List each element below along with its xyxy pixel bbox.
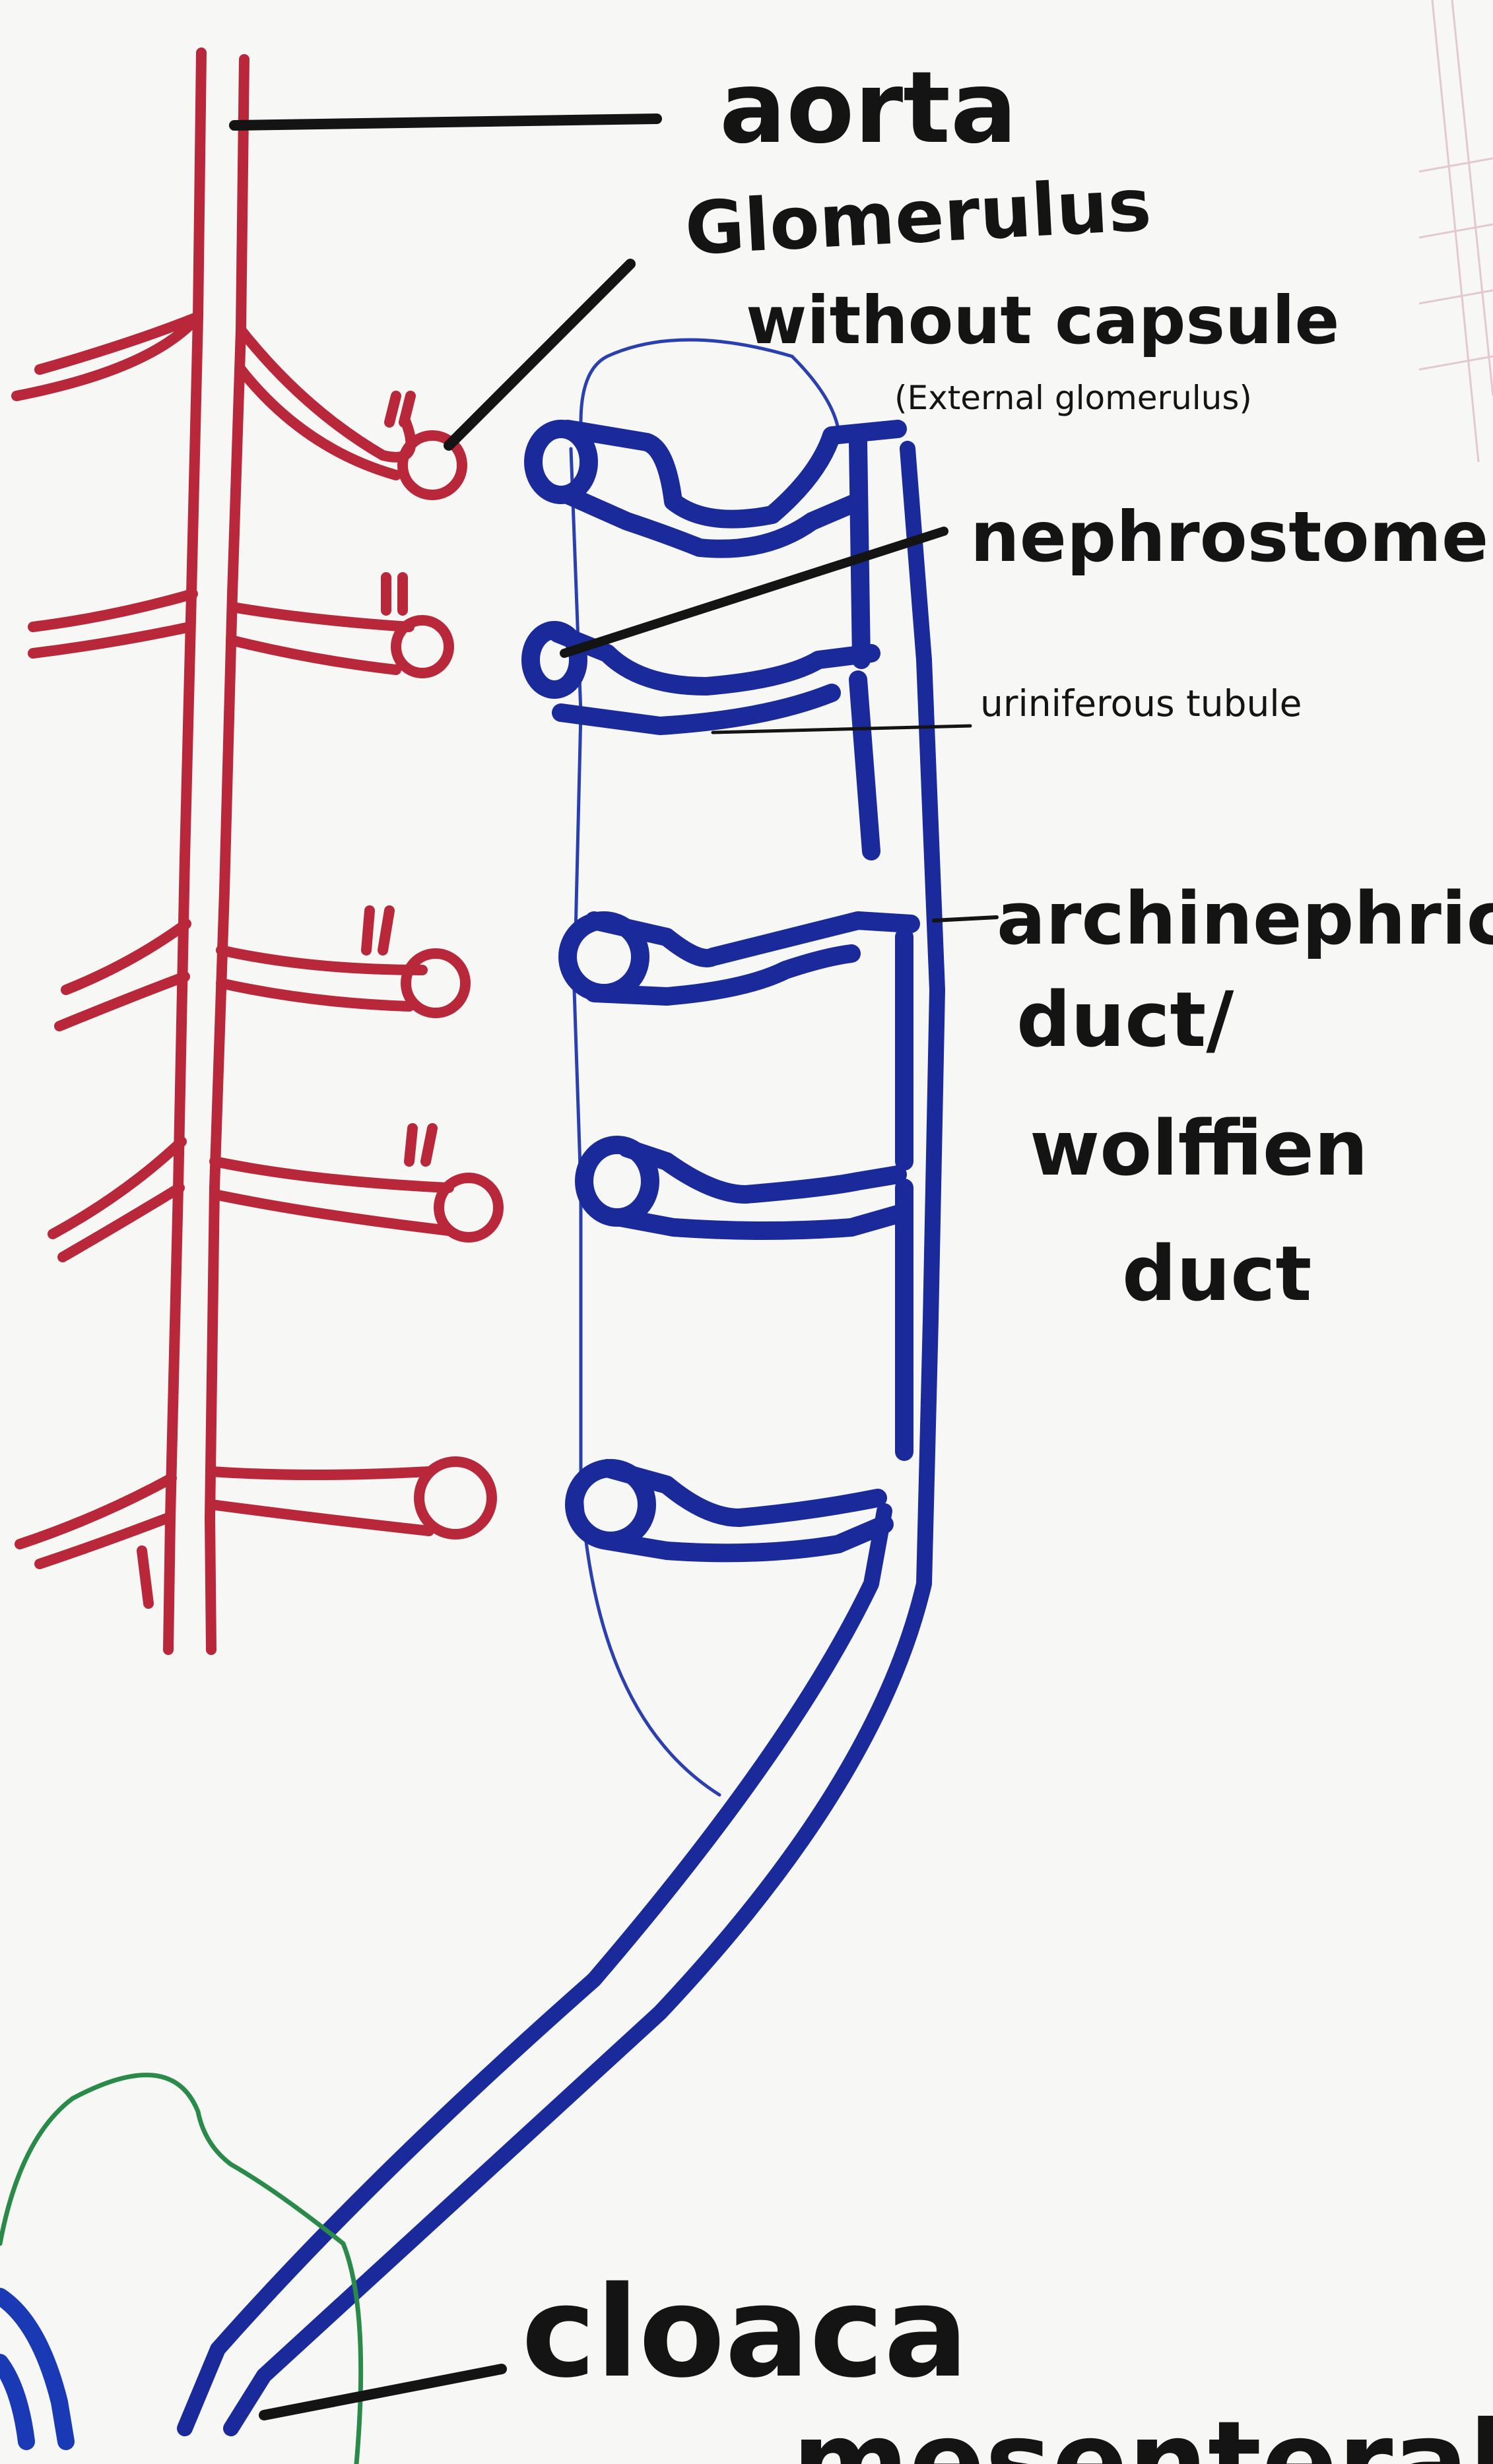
glomerulus-label-line1: Glomerulus [683, 162, 1154, 271]
aorta-label: aorta [719, 51, 1017, 166]
glomerulus-note: (External glomerulus) [894, 379, 1252, 417]
glomerulus-leader [449, 264, 630, 445]
bottom-partial-label: mesenteral kid [792, 2397, 1493, 2464]
uriniferous-label: uriniferous tubule [980, 682, 1302, 725]
duct-label-line2: duct/ [1016, 976, 1234, 1064]
nephric-tubules [531, 429, 911, 1553]
glomerulus-label-line2: without capsule [746, 282, 1339, 359]
archinephric-duct [185, 449, 937, 2428]
duct-label-line1: archinephric [997, 876, 1493, 961]
cloaca-label: cloaca [521, 2259, 968, 2405]
duct-leader [934, 917, 997, 921]
duct-label-line3: wolffien [1030, 1105, 1368, 1193]
cloaca-leader [264, 2369, 502, 2415]
nephrostome-label: nephrostome [970, 497, 1488, 577]
paper-ruling [1419, 0, 1493, 462]
leader-lines [234, 119, 997, 2415]
aorta-vessel [17, 53, 498, 1650]
kidney-outline [571, 340, 838, 1795]
aorta-leader [234, 119, 657, 125]
duct-label-line4: duct [1122, 1230, 1311, 1318]
cloaca-blue-walls [0, 2296, 66, 2442]
